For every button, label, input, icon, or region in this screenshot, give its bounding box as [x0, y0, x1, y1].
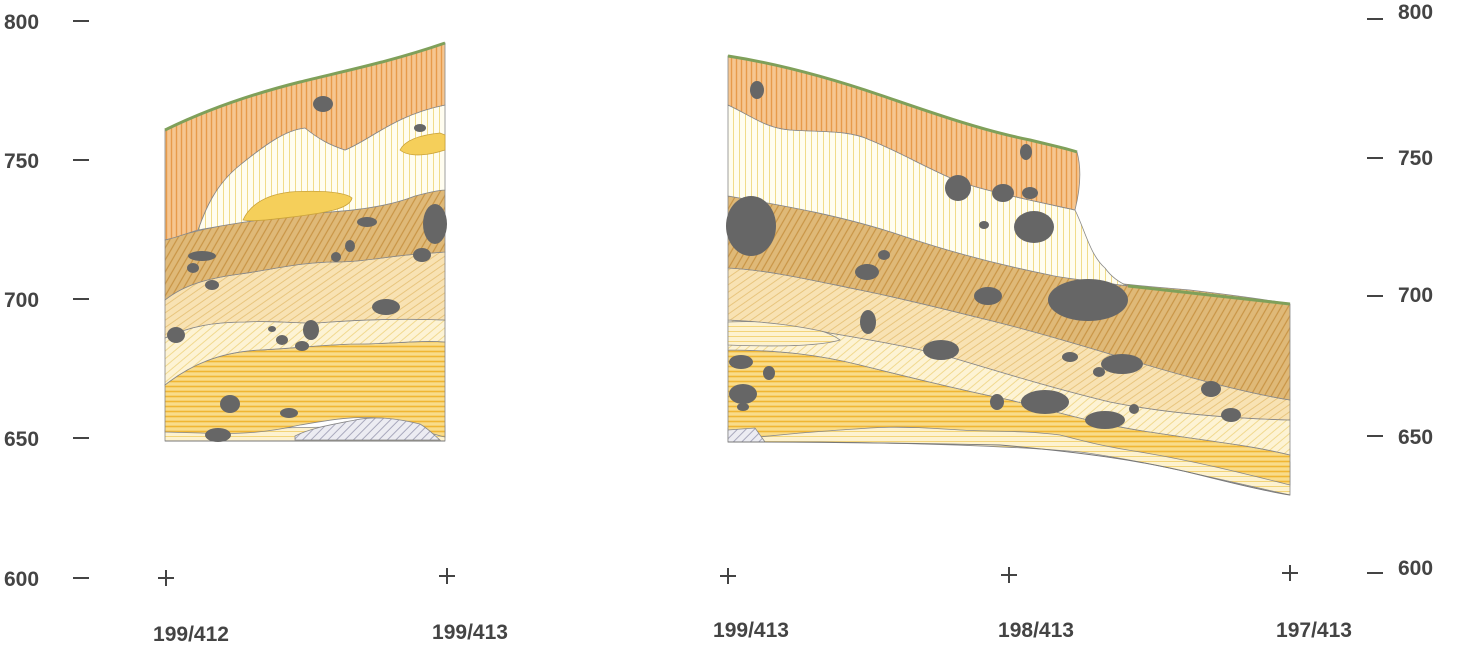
- right-tick-label-800: 800: [1398, 1, 1433, 24]
- boulder: [187, 263, 199, 273]
- topsoil-line-lower: [1127, 284, 1291, 306]
- boulder: [276, 335, 288, 345]
- boulders: [726, 81, 1241, 429]
- boulder: [945, 175, 971, 201]
- grid-cross: [439, 568, 455, 584]
- grid-point-markers: [158, 565, 1298, 586]
- boulder: [268, 326, 276, 332]
- grid-label-197-413: 197/413: [1276, 619, 1352, 642]
- boulder: [1014, 211, 1054, 243]
- boulder: [990, 394, 1004, 410]
- boulder: [414, 124, 426, 132]
- boulder: [1201, 381, 1221, 397]
- boulder: [345, 240, 355, 252]
- grid-label-199-412: 199/412: [153, 623, 229, 645]
- boulder: [205, 428, 231, 442]
- boulder: [413, 248, 431, 262]
- boulder: [167, 327, 185, 343]
- grid-cross: [158, 570, 174, 586]
- boulder: [1062, 352, 1078, 362]
- grid-label-199-413-a: 199/413: [432, 621, 508, 644]
- left-elevation-axis: 800 750 700 650 600: [4, 11, 89, 591]
- right-elevation-axis: 800 750 700 650 600: [1367, 1, 1433, 580]
- boulder: [1221, 408, 1241, 422]
- boulder: [1022, 187, 1038, 199]
- grid-point-labels: 199/412 199/413 199/413 198/413 197/413: [153, 619, 1352, 645]
- grid-label-198-413: 198/413: [998, 619, 1074, 642]
- boulder: [1129, 404, 1139, 414]
- boulder: [979, 221, 989, 229]
- boulder: [729, 384, 757, 404]
- topsoil-line: [164, 41, 446, 132]
- boulder: [992, 184, 1014, 202]
- grid-cross: [1001, 567, 1017, 583]
- boulder: [750, 81, 764, 99]
- left-tick-label-750: 750: [4, 150, 39, 173]
- grey-hatch-lens: [294, 417, 442, 441]
- yellow-lens: [242, 190, 353, 222]
- boulder: [313, 96, 333, 112]
- boulder: [423, 204, 447, 244]
- right-tick-label-600: 600: [1398, 557, 1433, 580]
- boulder: [357, 217, 377, 227]
- grid-cross: [1282, 565, 1298, 581]
- boulder: [923, 340, 959, 360]
- boulder: [205, 280, 219, 290]
- boulder: [372, 299, 400, 315]
- boulder: [220, 395, 240, 413]
- boulder: [1085, 411, 1125, 429]
- right-tick-label-650: 650: [1398, 426, 1433, 449]
- boulder: [1020, 144, 1032, 160]
- boulder: [729, 355, 753, 369]
- boulder: [295, 341, 309, 351]
- boulders: [167, 96, 447, 442]
- grid-label-199-413-b: 199/413: [713, 619, 789, 642]
- boulder: [1021, 390, 1069, 414]
- boulder: [726, 196, 776, 256]
- grid-cross: [720, 568, 736, 584]
- boulder: [331, 252, 341, 262]
- boulder: [763, 366, 775, 380]
- boulder: [280, 408, 298, 418]
- right-tick-label-700: 700: [1398, 284, 1433, 307]
- left-tick-label-650: 650: [4, 428, 39, 451]
- boulder: [1101, 354, 1143, 374]
- left-tick-label-600: 600: [4, 568, 39, 591]
- boulder: [855, 264, 879, 280]
- yellow-lens-small: [399, 132, 446, 156]
- boulder: [878, 250, 890, 260]
- boulder: [974, 287, 1002, 305]
- right-tick-label-750: 750: [1398, 147, 1433, 170]
- topsoil-line: [727, 54, 1078, 154]
- boulder: [303, 320, 319, 340]
- right-profile-section: [726, 54, 1291, 496]
- left-tick-label-700: 700: [4, 289, 39, 312]
- boulder: [1093, 367, 1105, 377]
- left-tick-label-800: 800: [4, 11, 39, 34]
- base-line: [727, 441, 1291, 496]
- left-profile-section: [164, 41, 447, 442]
- boulder: [737, 403, 749, 411]
- boulder: [860, 310, 876, 334]
- boulder: [1048, 279, 1128, 321]
- boulder: [188, 251, 216, 261]
